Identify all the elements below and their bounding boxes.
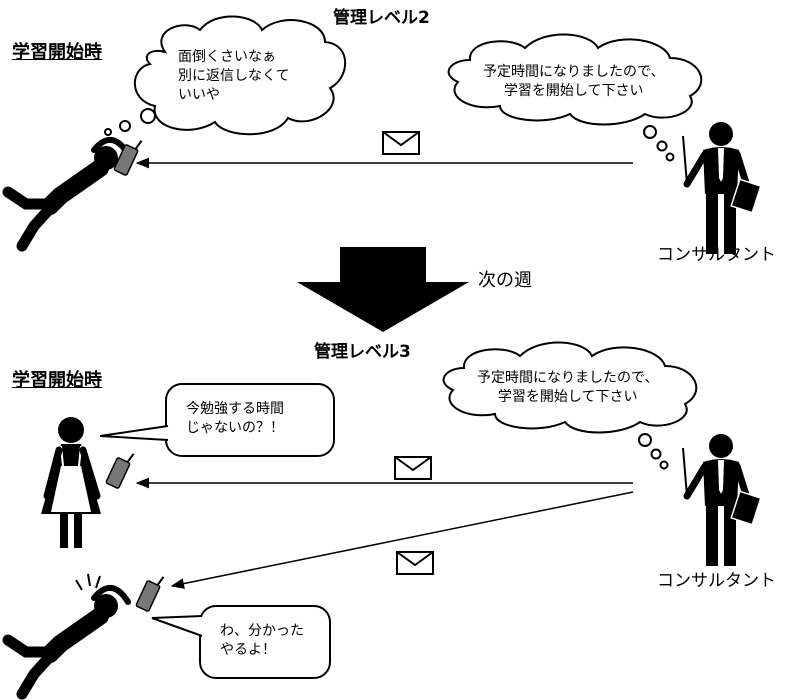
consultant-thought-text-bottom: 予定時間になりましたので、 学習を開始して下さい [477, 370, 659, 405]
down-arrow [297, 247, 469, 332]
phone-icon [134, 570, 166, 613]
consultant-label-bottom: コンサルタント [657, 571, 776, 591]
phone-icon [104, 447, 136, 490]
mother-speech-bubble [99, 383, 335, 457]
envelope-icon [382, 131, 420, 155]
envelope-icon [394, 456, 432, 480]
person-icon [8, 140, 128, 246]
next-week-label: 次の週 [478, 270, 532, 291]
consultant-thought-text-top: 予定時間になりましたので、 学習を開始して下さい [483, 64, 665, 99]
section-label-bottom: 学習開始時 [12, 370, 102, 391]
envelope-icon [396, 551, 434, 575]
student-speech-bubble [151, 605, 331, 679]
student-thought-cloud-top [104, 15, 347, 136]
consultant-thought-cloud-bottom [442, 341, 698, 470]
person-icon [8, 588, 128, 694]
level3-title: 管理レベル3 [314, 342, 411, 362]
surprise-marks [75, 573, 101, 591]
consultant-label-top: コンサルタント [657, 245, 776, 265]
person-icon [683, 122, 761, 254]
person-icon [683, 434, 761, 566]
student-speech-text: わ、分かった やるよ！ [220, 623, 304, 658]
level2-title: 管理レベル2 [333, 8, 430, 28]
consultant-thought-cloud-top [447, 33, 703, 162]
mother-speech-text: 今勉強する時間 じゃないの？！ [186, 401, 284, 436]
student-thought-text: 面倒くさいなぁ 別に返信しなくて いいや [178, 49, 290, 103]
section-label-top: 学習開始時 [12, 42, 102, 63]
person-icon [41, 417, 101, 548]
message-arrow-to-student [170, 491, 634, 589]
